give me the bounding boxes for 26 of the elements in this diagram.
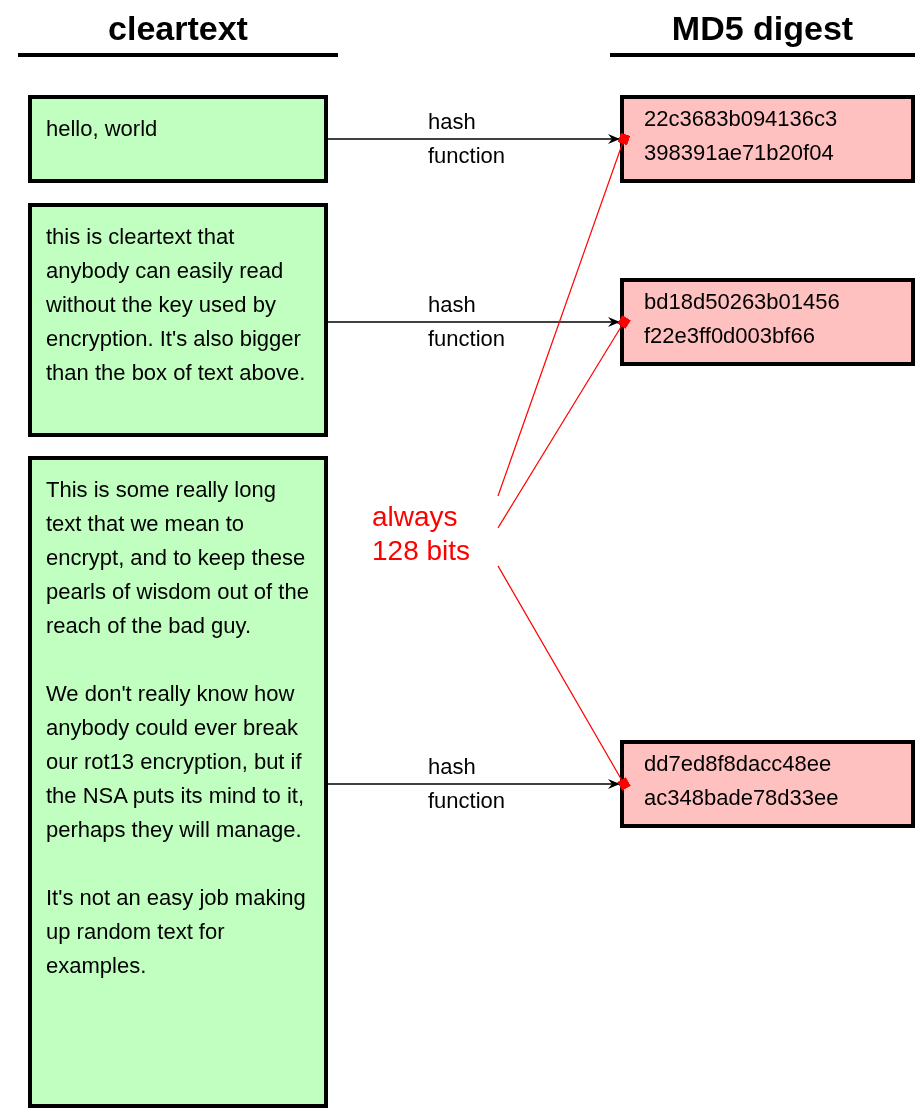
- digest-box: [620, 740, 915, 828]
- cleartext-paragraph: This is some really long text that we mean to encrypt, and to keep these pearls of wisdom out of the reach of the bad guy.: [46, 476, 310, 640]
- digest-text: 22c3683b094136c3 398391ae71b20f04: [644, 105, 839, 167]
- edge-label: hash function: [428, 108, 507, 170]
- digest-box: [620, 95, 915, 183]
- cleartext-paragraph: this is cleartext that anybody can easily read without the key used by encryption. It's also bigger than the box of text above.: [46, 223, 307, 387]
- arrow: [327, 317, 621, 327]
- arrow: [327, 134, 621, 144]
- cleartext-box: [28, 456, 328, 1108]
- annotation-text: always 128 bits: [372, 500, 472, 568]
- cleartext-paragraph: It's not an easy job making up random text for examples.: [46, 884, 307, 980]
- leader-line: [497, 315, 631, 529]
- leader-line: [497, 132, 631, 497]
- cleartext-paragraph: hello, world: [46, 115, 159, 143]
- digest-text: bd18d50263b01456 f22e3ff0d003bf66: [644, 288, 841, 350]
- cleartext-box: [28, 203, 328, 437]
- digest-box: [620, 278, 915, 366]
- arrow: [327, 779, 621, 789]
- leader-line: [497, 565, 631, 791]
- edge-label: hash function: [428, 291, 507, 353]
- cleartext-box: [28, 95, 328, 183]
- cleartext-paragraph: We don't really know how anybody could ever break our rot13 encryption, but if the NSA puts its mind to it, perhaps they will manage.: [46, 680, 305, 844]
- column-heading: cleartext: [107, 8, 249, 48]
- column-heading: MD5 digest: [670, 8, 855, 48]
- digest-text: dd7ed8f8dacc48ee ac348bade78d33ee: [644, 750, 840, 812]
- edge-label: hash function: [428, 753, 507, 815]
